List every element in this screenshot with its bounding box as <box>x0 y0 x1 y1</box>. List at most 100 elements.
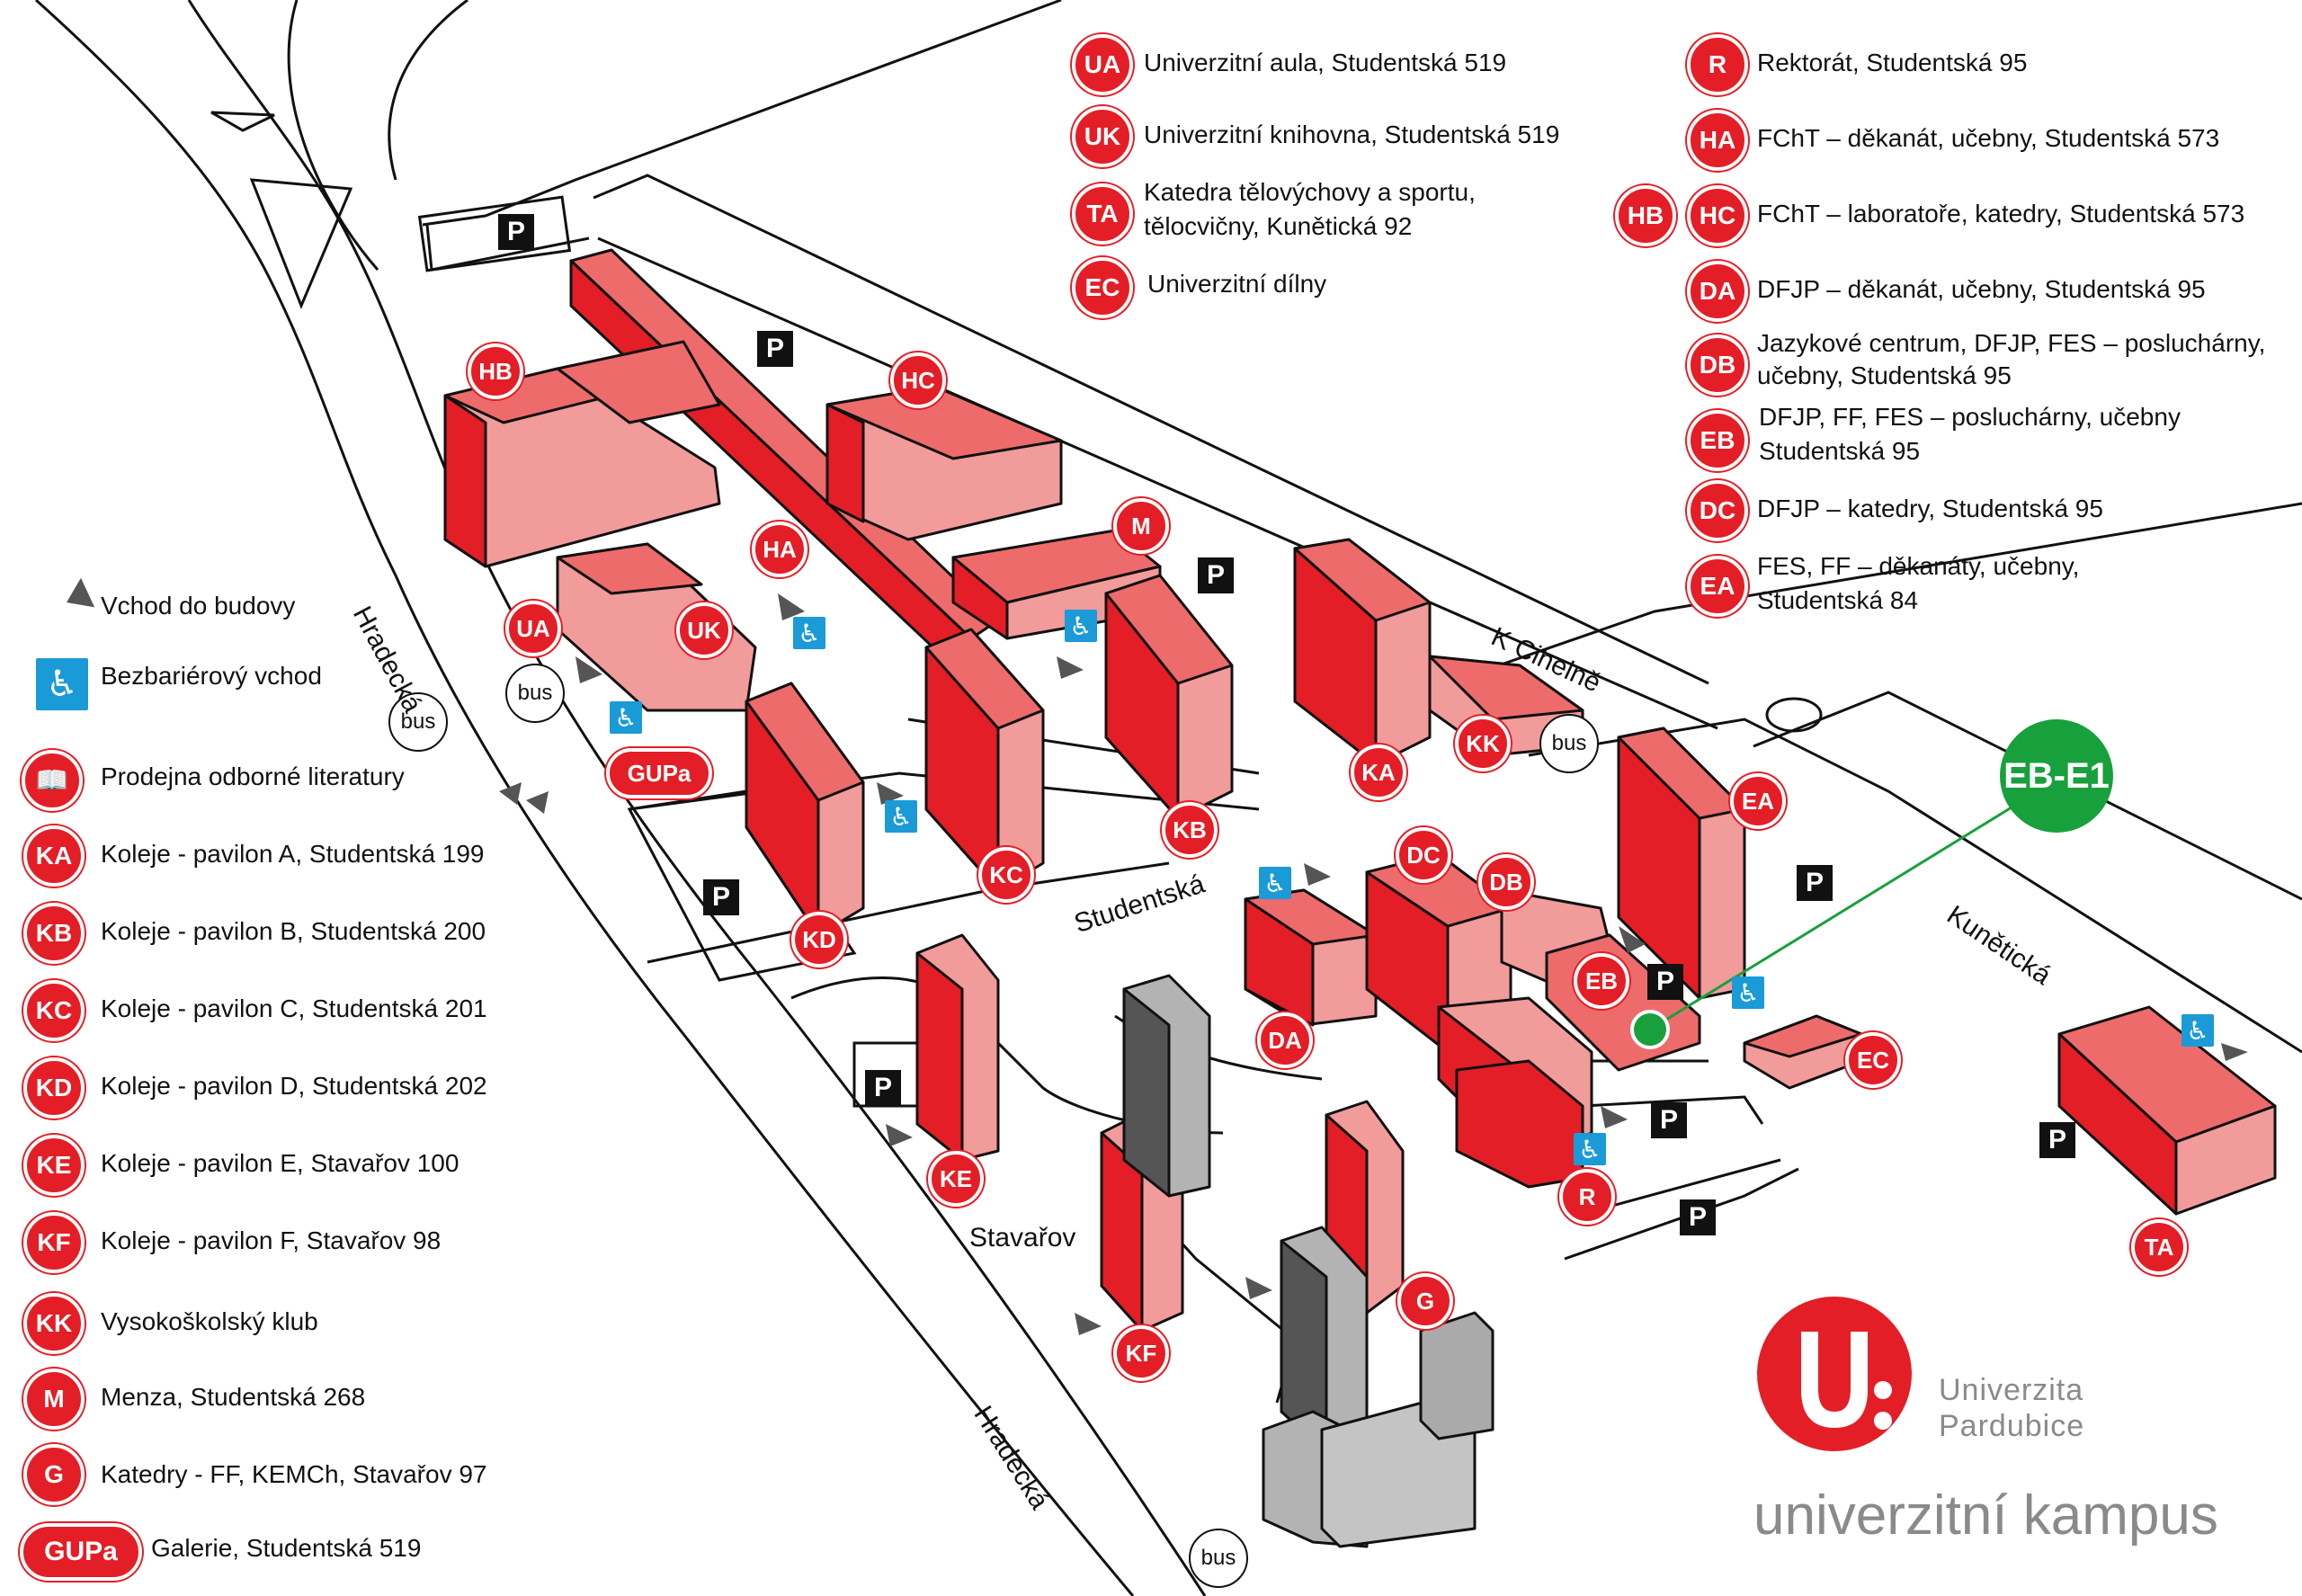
map-badge-hb[interactable]: HB <box>468 343 523 399</box>
red-buildings <box>443 248 2277 1333</box>
map-badge-kk[interactable]: KK <box>1455 716 1511 771</box>
legend-kk: Vysokoškolský klub <box>101 1307 318 1335</box>
badge-kf: KF <box>23 1212 85 1273</box>
map-badge-ta[interactable]: TA <box>2131 1219 2187 1275</box>
legend-eb-line2: Studentská 95 <box>1759 437 1921 465</box>
map-badge-m[interactable]: M <box>1113 498 1169 554</box>
badge-kb: KB <box>23 903 85 964</box>
badge-hb-legend: HB <box>1615 185 1676 246</box>
legend-uk: Univerzitní knihovna, Studentská 519 <box>1144 120 1560 148</box>
legend-ha: FChT – děkanát, učebny, Studentská 573 <box>1757 124 2220 152</box>
bus-stop-icon: bus <box>388 692 448 752</box>
map-badge-ha[interactable]: HA <box>752 522 807 577</box>
parking-sign: P <box>757 331 793 367</box>
badge-r-legend: R <box>1687 34 1748 95</box>
badge-m: M <box>23 1369 85 1430</box>
parking-sign: P <box>498 214 534 250</box>
map-badge-db[interactable]: DB <box>1478 854 1534 910</box>
university-logo-mark <box>1757 1297 1912 1451</box>
legend-m: Menza, Studentská 268 <box>101 1383 366 1411</box>
badge-gupa: GUPa <box>20 1523 142 1581</box>
legend-accessible: Bezbariérový vchod <box>101 662 322 690</box>
parking-sign: P <box>2039 1122 2075 1158</box>
legend-bookstore: Prodejna odborné literatury <box>101 762 405 790</box>
open-book-icon: 📖 <box>22 750 83 811</box>
badge-ec-legend: EC <box>1072 257 1133 318</box>
badge-ke: KE <box>23 1135 85 1196</box>
legend-dc: DFJP – katedry, Studentská 95 <box>1757 495 2103 522</box>
map-badge-ua[interactable]: UA <box>505 601 561 656</box>
legend-ke: Koleje - pavilon E, Stavařov 100 <box>101 1149 460 1177</box>
gray-buildings <box>1122 974 1495 1548</box>
badge-ta-legend: TA <box>1072 183 1133 245</box>
wheelchair-icon: ♿ <box>610 701 642 734</box>
campus-tagline: univerzitní kampus <box>1753 1485 2218 1547</box>
map-badge-ke[interactable]: KE <box>928 1151 984 1207</box>
entrance-arrows <box>499 593 2248 1335</box>
map-badge-uk[interactable]: UK <box>676 602 732 658</box>
parking-sign: P <box>1198 557 1234 593</box>
map-badge-ka[interactable]: KA <box>1351 745 1406 800</box>
legend-ua: Univerzitní aula, Studentská 519 <box>1144 49 1507 76</box>
badge-db-legend: DB <box>1687 334 1748 396</box>
wheelchair-icon: ♿ <box>885 800 917 833</box>
map-badge-dc[interactable]: DC <box>1396 827 1451 883</box>
legend-ka: Koleje - pavilon A, Studentská 199 <box>101 840 485 868</box>
map-badge-kb[interactable]: KB <box>1162 802 1218 858</box>
university-name-line2: Pardubice <box>1939 1409 2085 1443</box>
legend-kd: Koleje - pavilon D, Studentská 202 <box>101 1072 487 1100</box>
legend-hb-hc: FChT – laboratoře, katedry, Studentská 5… <box>1757 200 2245 227</box>
eb-e1-marker <box>1630 1010 1670 1049</box>
map-badge-hc[interactable]: HC <box>890 352 946 408</box>
legend-r: Rektorát, Studentská 95 <box>1757 49 2028 76</box>
map-badge-gupa[interactable]: GUPa <box>606 748 712 798</box>
legend-entrance: Vchod do budovy <box>101 592 296 620</box>
map-badge-kc[interactable]: KC <box>978 847 1034 903</box>
parking-sign: P <box>1651 1102 1687 1138</box>
legend-kc: Koleje - pavilon C, Studentská 201 <box>101 994 487 1022</box>
badge-dc-legend: DC <box>1687 480 1748 541</box>
map-badge-kf[interactable]: KF <box>1113 1325 1169 1381</box>
badge-uk: UK <box>1072 106 1133 167</box>
badge-kk: KK <box>23 1293 85 1354</box>
wheelchair-icon: ♿ <box>2182 1014 2214 1047</box>
wheelchair-icon: ♿ <box>1259 867 1291 899</box>
map-badge-kd[interactable]: KD <box>791 912 847 967</box>
wheelchair-icon: ♿ <box>1574 1133 1606 1165</box>
map-badge-g[interactable]: G <box>1397 1273 1453 1329</box>
map-badge-da[interactable]: DA <box>1257 1012 1313 1068</box>
legend-gupa: Galerie, Studentská 519 <box>151 1534 422 1562</box>
badge-ka: KA <box>23 825 85 887</box>
legend-da: DFJP – děkanát, učebny, Studentská 95 <box>1757 275 2206 303</box>
wheelchair-icon: ♿ <box>1732 976 1764 1009</box>
badge-hc-legend: HC <box>1687 185 1748 246</box>
parking-sign: P <box>1797 865 1833 901</box>
map-badge-eb[interactable]: EB <box>1574 953 1629 1009</box>
legend-eb-line1: DFJP, FF, FES – posluchárny, učebny <box>1759 403 2181 431</box>
place-stavarov: Stavařov <box>969 1223 1076 1253</box>
map-badge-r[interactable]: R <box>1559 1169 1615 1225</box>
legend-db-line2: učebny, Studentská 95 <box>1757 361 2012 389</box>
wheelchair-icon: ♿ <box>1065 610 1097 642</box>
legend-ec: Univerzitní dílny <box>1147 270 1327 298</box>
eb-e1-badge[interactable]: EB-E1 <box>2000 719 2113 833</box>
badge-da-legend: DA <box>1687 261 1748 322</box>
bus-stop-icon: bus <box>1189 1529 1248 1588</box>
map-badge-ec[interactable]: EC <box>1845 1032 1901 1088</box>
university-name-line1: Univerzita <box>1939 1373 2084 1407</box>
map-badge-ea[interactable]: EA <box>1730 773 1786 829</box>
wheelchair-icon: ♿ <box>36 658 88 710</box>
badge-ha-legend: HA <box>1687 110 1748 171</box>
legend-kf: Koleje - pavilon F, Stavařov 98 <box>101 1226 442 1254</box>
bus-stop-icon: bus <box>505 664 565 723</box>
parking-sign: P <box>1680 1199 1716 1235</box>
road-outlines <box>34 0 2302 1596</box>
wheelchair-icon: ♿ <box>793 617 825 649</box>
badge-kc: KC <box>23 980 85 1041</box>
parking-sign: P <box>703 879 739 915</box>
badge-eb-legend: EB <box>1687 410 1748 471</box>
badge-ua: UA <box>1072 34 1133 95</box>
parking-sign: P <box>865 1070 901 1106</box>
badge-g: G <box>23 1444 85 1505</box>
